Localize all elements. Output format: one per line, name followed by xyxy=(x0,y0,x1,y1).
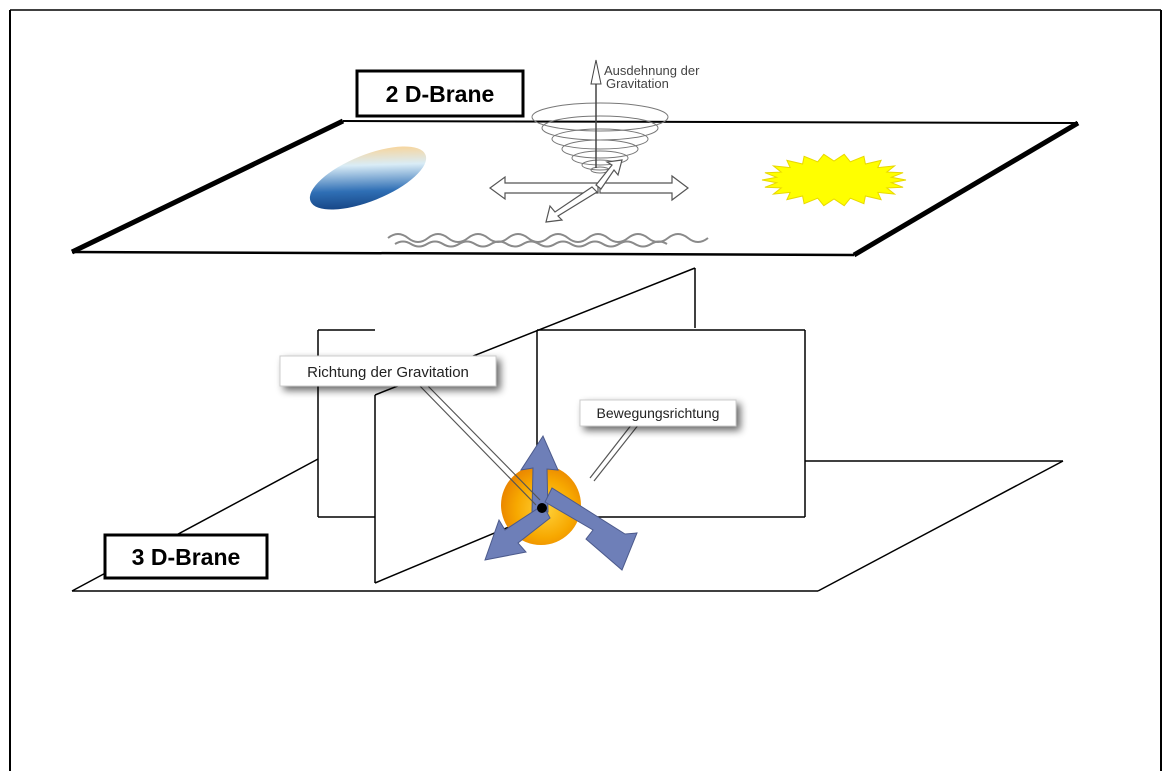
brane-2d-label: 2 D-Brane xyxy=(386,81,495,107)
brane-3d-label: 3 D-Brane xyxy=(132,544,241,570)
gradient-ellipse xyxy=(309,146,427,210)
gravity-direction-callout xyxy=(279,355,497,387)
gravity-callout-pointer xyxy=(417,383,541,506)
gravity-spread-label-1: Ausdehnung der xyxy=(604,63,700,78)
movement-direction-callout xyxy=(579,399,737,427)
brane-3d-label-box: 3 D-Brane xyxy=(103,533,269,580)
movement-callout-pointer xyxy=(589,423,640,482)
movement-direction-label: Bewegungsrichtung xyxy=(597,405,720,421)
movement-arrows-solid xyxy=(484,434,638,571)
gravity-center-dot xyxy=(537,503,547,513)
movement-arrows-outline xyxy=(488,159,689,223)
brane-2d-label-box: 2 D-Brane xyxy=(355,69,525,118)
blurred-inscription xyxy=(387,233,709,248)
gravity-cone xyxy=(531,102,669,174)
yellow-star xyxy=(761,153,907,207)
gravity-up-arrow xyxy=(590,59,602,168)
outer-frame xyxy=(9,9,1162,771)
gravity-direction-label: Richtung der Gravitation xyxy=(307,364,469,381)
gravity-spread-label-2: Gravitation xyxy=(606,76,669,91)
